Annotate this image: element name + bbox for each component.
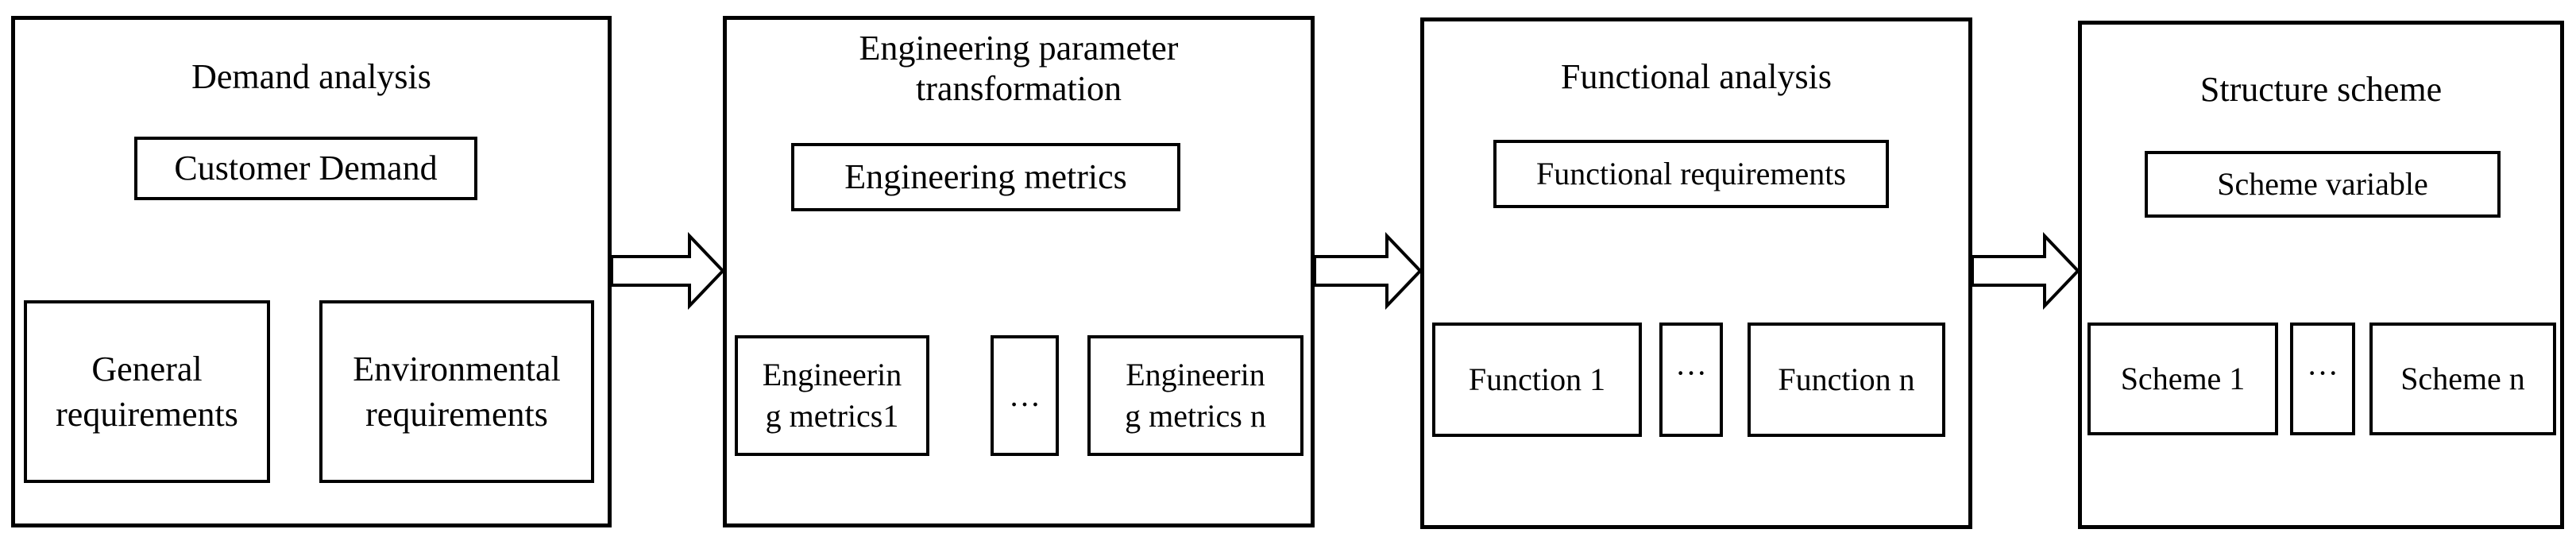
child-box-engineering-metrics-1: Engineerin g metrics1 [735, 335, 929, 456]
child-box-environmental-requirements: Environmental requirements [319, 300, 594, 483]
top-box-customer-demand: Customer Demand [134, 137, 477, 200]
child-box-function-n: Function n [1748, 323, 1945, 437]
stage-title: Structure scheme [2199, 70, 2443, 109]
child-box-scheme-1: Scheme 1 [2087, 323, 2278, 435]
child-box-general-requirements: General requirements [24, 300, 270, 483]
child-box-ellipsis: ··· [2290, 323, 2355, 435]
stage-title: Engineering parameter transformation [859, 29, 1179, 108]
child-box-engineering-metrics-n: Engineerin g metrics n [1087, 335, 1303, 456]
flow-arrow [610, 232, 725, 310]
top-box-functional-requirements: Functional requirements [1493, 140, 1889, 208]
child-box-ellipsis: ··· [1659, 323, 1723, 437]
top-box-engineering-metrics: Engineering metrics [791, 143, 1180, 211]
child-box-ellipsis: … [991, 335, 1059, 456]
stage-title: Functional analysis [1561, 57, 1832, 96]
flow-arrow [1313, 232, 1423, 310]
child-box-scheme-n: Scheme n [2369, 323, 2556, 435]
child-box-function-1: Function 1 [1432, 323, 1642, 437]
top-box-scheme-variable: Scheme variable [2145, 151, 2501, 218]
stage-panel-structure-scheme [2078, 21, 2564, 529]
stage-panel-functional-analysis [1420, 17, 1972, 529]
flow-arrow [1971, 232, 2080, 310]
stage-title: Demand analysis [191, 57, 431, 96]
